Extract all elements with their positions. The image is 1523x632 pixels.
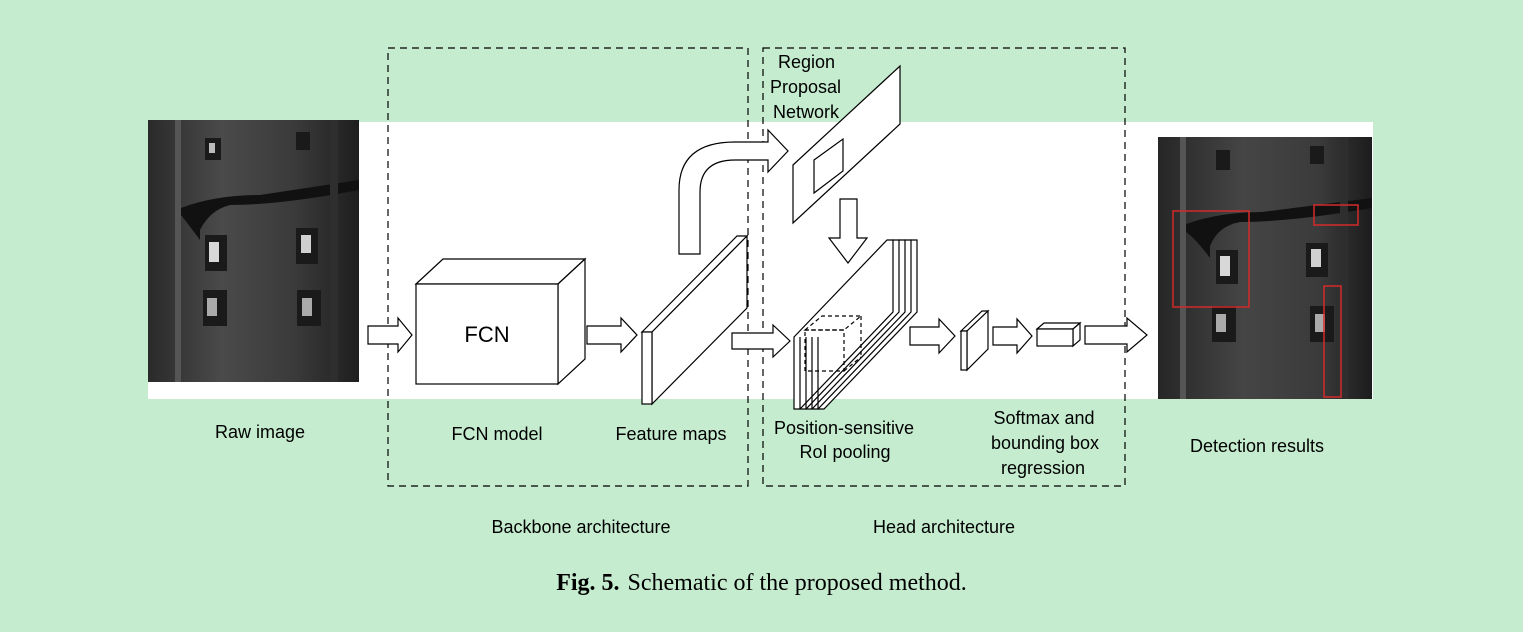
detection-box-1 [1172,210,1250,308]
label-rpn-3: Network [773,102,840,122]
score-slab [959,309,990,372]
figure-caption: Fig. 5. Schematic of the proposed method. [0,570,1523,597]
label-detection-results: Detection results [1190,436,1324,456]
caption-label: Fig. 5. [556,570,620,596]
label-ps-2: RoI pooling [799,442,890,462]
label-feature-maps: Feature maps [615,424,726,444]
arrow-to-detection [1084,316,1148,354]
arrow-fcn-to-features [586,316,638,354]
rpn-plane [792,64,901,225]
label-sm-2: bounding box [991,433,1099,453]
detection-results-photo [1158,137,1372,399]
output-vector-box [1035,321,1082,348]
arrow-scores-to-vector [992,317,1033,355]
fcn-block [414,257,587,386]
label-fcn-model: FCN model [451,424,542,444]
head-dashed-box [762,47,1126,487]
arrow-pooling-to-scores [909,317,956,355]
detection-box-3 [1323,285,1342,398]
backbone-dashed-box [387,47,749,487]
caption-text: Schematic of the proposed method. [627,570,967,596]
arrow-rpn-to-pooling [827,198,869,264]
arrow-raw-to-fcn [367,316,413,354]
ps-roi-pooling-stack [793,239,918,410]
label-ps-1: Position-sensitive [774,418,914,438]
label-rpn-1: Region [778,52,835,72]
label-fcn-box: FCN [464,322,509,347]
label-backbone: Backbone architecture [491,517,670,537]
arrow-features-to-pooling [731,323,791,359]
label-head: Head architecture [873,517,1015,537]
arrow-features-to-rpn [678,128,789,255]
label-sm-3: regression [1001,458,1085,478]
raw-image-photo [148,120,359,382]
detection-box-2 [1313,204,1359,226]
label-rpn-2: Proposal [770,77,841,97]
label-sm-1: Softmax and [993,408,1094,428]
label-raw-image: Raw image [215,422,305,442]
feature-maps-slab [640,234,749,406]
